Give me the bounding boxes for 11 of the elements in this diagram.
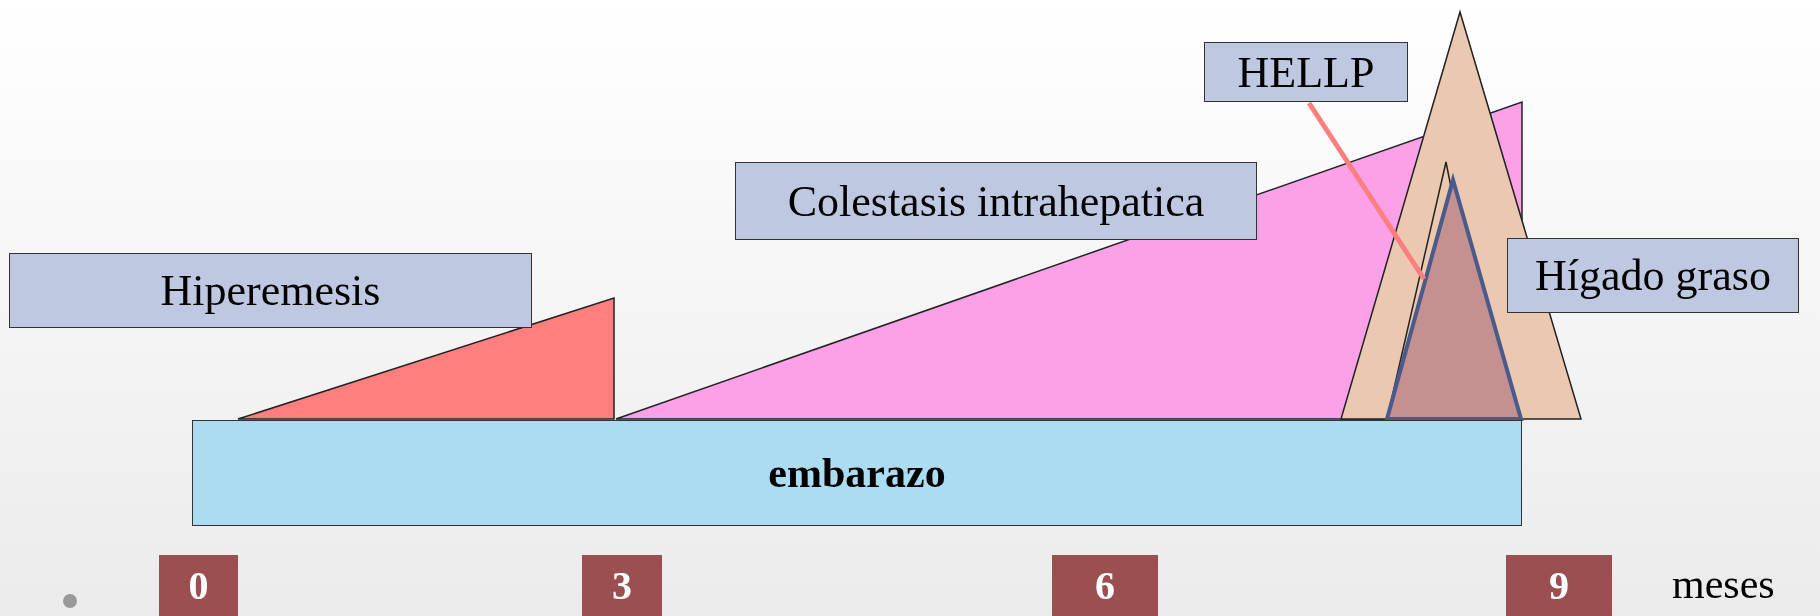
label-box: Colestasis intrahepatica [735, 162, 1257, 240]
month-marker: 3 [582, 555, 662, 616]
month-marker: 6 [1052, 555, 1158, 616]
label-box: Hiperemesis [9, 253, 532, 328]
label-box: Hígado graso [1507, 238, 1799, 313]
label-box: HELLP [1204, 42, 1408, 102]
month-marker: 9 [1506, 555, 1612, 616]
month-marker: 0 [159, 555, 238, 616]
period-triangle [1384, 172, 1524, 421]
axis-unit-label: meses [1672, 560, 1775, 608]
pregnancy-bar: embarazo [192, 420, 1522, 526]
